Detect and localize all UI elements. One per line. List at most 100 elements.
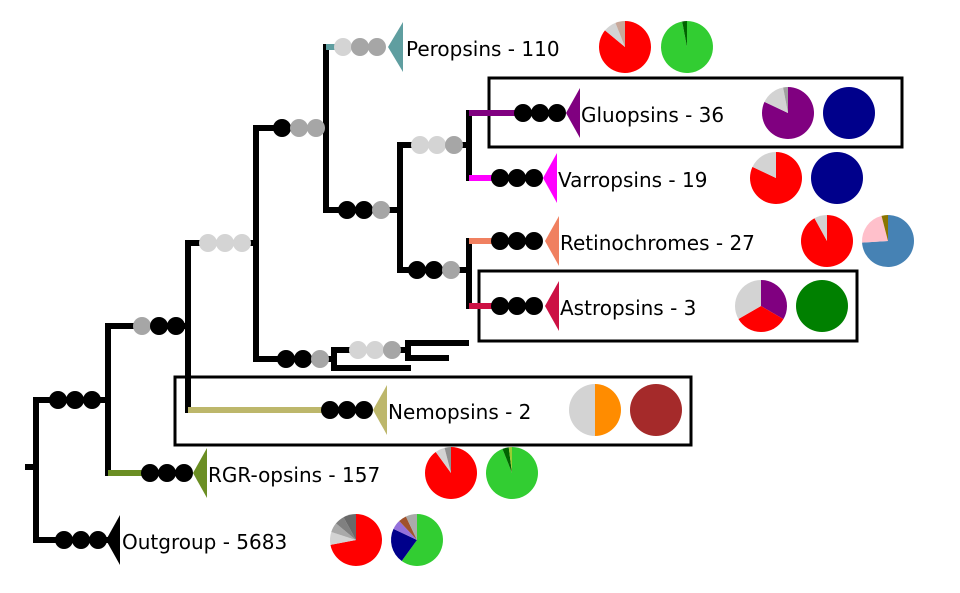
support-circle [273,119,291,137]
support-circle [491,297,509,315]
pie2-varropsins [811,152,863,204]
support-circle [383,341,401,359]
support-circle [49,391,67,409]
support-tip-astropsins [491,297,543,315]
highlight-boxes [173,76,904,447]
support-circle [233,234,251,252]
support-circle [199,234,217,252]
pie-slice [604,22,625,47]
pie-slice [735,280,761,319]
pie-slice [401,514,443,566]
support-circle [338,201,356,219]
pie2-astropsins [796,280,848,332]
pie1-retinochromes [801,215,853,267]
pie-slice [508,447,512,473]
support-tip-outgroup [55,531,107,549]
pie-slice [330,514,382,566]
pie-slice [761,280,787,320]
support-circle [355,201,373,219]
support-circle [508,232,526,250]
pie1-peropsins [599,21,651,73]
pie1-astropsins [735,280,787,332]
support-circle [89,531,107,549]
support-circle [525,232,543,250]
clade-triangles [106,22,580,565]
support-root [49,391,101,409]
support-circle [294,350,312,368]
label-retinochromes: Retinochromes - 27 [560,231,755,255]
support-node-h [349,341,401,359]
pie2-retinochromes [862,215,914,267]
support-tip-varropsins [491,169,543,187]
pie1-nemopsins [569,384,621,436]
pie2-peropsins [661,21,713,73]
pie-slice [811,152,863,204]
support-circle [141,464,159,482]
support-circle [428,136,446,154]
support-circle [491,232,509,250]
triangle-rgr-opsins [193,448,207,498]
support-circle [355,401,373,419]
pie-charts [330,21,914,566]
triangle-astropsins [545,281,559,331]
support-circle [321,401,339,419]
clade-labels: Peropsins - 110 Gluopsins - 36 Varropsin… [122,37,755,554]
pie-slice [435,447,451,473]
support-circle [445,136,463,154]
pie-slice [343,514,356,540]
support-circle [531,104,549,122]
label-peropsins: Peropsins - 110 [406,37,560,61]
support-circle [55,531,73,549]
support-circle [83,391,101,409]
support-circle [158,464,176,482]
pie2-nemopsins [630,384,682,436]
support-circle [133,317,151,335]
label-rgr-opsins: RGR-opsins - 157 [208,463,380,487]
support-circle [442,261,460,279]
label-varropsins: Varropsins - 19 [558,168,707,192]
support-circle [150,317,168,335]
support-node-e [408,261,460,279]
support-circle [411,136,429,154]
support-circle [372,201,390,219]
support-node-g [277,350,329,368]
support-node-f [411,136,463,154]
pie-slice [630,384,682,436]
pie-slice [393,521,417,540]
pie-slice [615,21,625,47]
support-node-b [199,234,251,252]
pie-slice [331,523,356,540]
pie-slice [814,215,827,241]
support-node-a [133,317,185,335]
support-tip-peropsins [334,38,386,56]
pie-slice [330,531,356,545]
pie-slice [391,528,417,562]
triangle-retinochromes [545,216,559,266]
support-tip-nemopsins [321,401,373,419]
pie1-outgroup [330,514,382,566]
support-nodes [49,38,566,549]
pie-slice [783,87,788,113]
pie-slice [405,514,417,540]
support-circle [351,38,369,56]
pie-slice [823,87,875,139]
pie-slice [444,447,451,473]
pie-slice [862,215,914,267]
label-outgroup: Outgroup - 5683 [122,530,287,554]
support-circle [366,341,384,359]
pie-slice [595,384,621,436]
support-node-d [338,201,390,219]
triangle-peropsins [388,22,403,72]
support-circle [290,119,308,137]
support-circle [175,464,193,482]
support-tip-gluopsins [514,104,566,122]
support-circle [277,350,295,368]
pie-slice [399,516,417,540]
triangle-varropsins [543,153,557,203]
support-circle [548,104,566,122]
support-circle [425,261,443,279]
pie-slice [682,21,687,47]
support-circle [307,119,325,137]
pie-slice [752,152,776,178]
